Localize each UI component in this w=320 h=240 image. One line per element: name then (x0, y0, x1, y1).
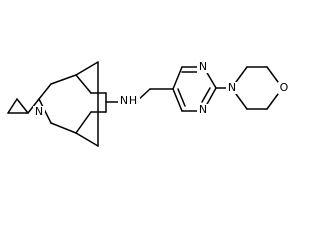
oxygen-label: O (280, 81, 289, 94)
bond (75, 132, 99, 147)
morpholine-ring (215, 66, 279, 110)
hydrogen-label: H (129, 94, 137, 107)
atom-nh: N H (118, 94, 140, 108)
bond (7, 98, 18, 114)
bond (16, 98, 29, 114)
bond (201, 87, 211, 103)
bond (235, 93, 248, 110)
bond (266, 93, 279, 110)
bond (205, 87, 217, 107)
bond (172, 88, 183, 112)
linker (135, 88, 174, 103)
nitrogen-label: N (199, 103, 207, 116)
atom-morpholine-n: N (226, 81, 238, 94)
bond (205, 70, 217, 89)
bond (50, 74, 77, 85)
atom-pyrimidine-n-bottom: N (197, 103, 209, 116)
nitrogen-label: N (35, 105, 43, 118)
nitrogen-label: N (120, 94, 128, 107)
bond (235, 66, 248, 83)
bond (38, 83, 52, 100)
bond (177, 88, 186, 107)
bond (50, 122, 77, 134)
bond (75, 61, 99, 76)
pyrimidine-ring (172, 66, 217, 112)
bicyclic-cage (38, 61, 119, 147)
bond (75, 111, 92, 134)
nitrogen-label: N (199, 60, 207, 73)
atom-bridge-n: N (33, 105, 45, 118)
bond (266, 66, 279, 83)
structure-diagram: N N H N N N O (7, 60, 290, 147)
nitrogen-label: N (228, 81, 236, 94)
molecule-canvas: N N H N N N O (7, 60, 290, 147)
bond (75, 74, 92, 94)
bond (172, 66, 183, 90)
atom-morpholine-o: O (278, 81, 290, 94)
atom-pyrimidine-n-top: N (197, 60, 209, 73)
